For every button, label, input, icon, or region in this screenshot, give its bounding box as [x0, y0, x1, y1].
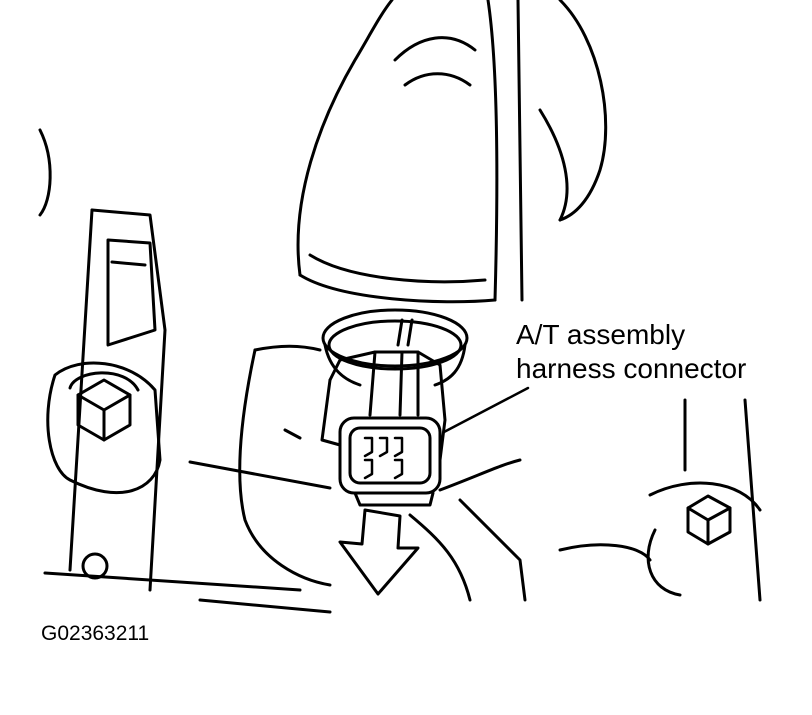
figure-id: G02363211	[41, 622, 150, 645]
upper-housing	[296, 0, 608, 304]
left-bracket	[38, 128, 167, 592]
callout-label: A/T assembly harness connector	[516, 318, 746, 386]
callout-leader-line	[442, 386, 530, 434]
right-bracket	[558, 398, 762, 602]
central-housing	[43, 344, 527, 614]
harness-connector	[320, 350, 447, 507]
right-bolt	[686, 494, 732, 546]
left-bolt	[68, 371, 140, 442]
callout-line-1: A/T assembly	[516, 319, 686, 350]
callout-line-2: harness connector	[516, 353, 747, 384]
removal-direction-arrow	[338, 508, 420, 596]
connector-seal-rings	[321, 308, 469, 387]
